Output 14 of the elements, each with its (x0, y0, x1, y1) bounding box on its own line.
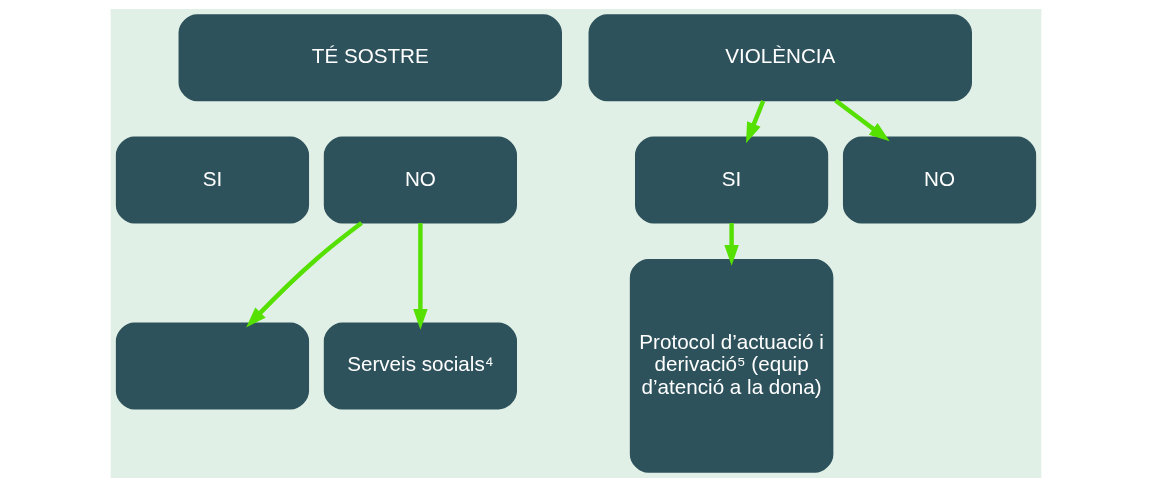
arrow (413, 222, 428, 330)
arrow (246, 220, 363, 327)
node-box: TÉ SOSTRE (178, 13, 562, 101)
node-box: SI (635, 136, 829, 224)
node-box (115, 321, 310, 409)
node-box: Protocol d’actuació i derivació⁵ (equip d’atenció a la dona) (629, 258, 834, 473)
node-box: NO (842, 136, 1037, 224)
arrow (746, 99, 766, 143)
arrow (834, 98, 890, 141)
node-box: SI (115, 136, 310, 224)
node-box: NO (323, 136, 517, 224)
node-box: VIOLÈNCIA (588, 13, 972, 101)
arrow (724, 222, 739, 266)
node-box: Serveis socials⁴ (323, 321, 517, 409)
